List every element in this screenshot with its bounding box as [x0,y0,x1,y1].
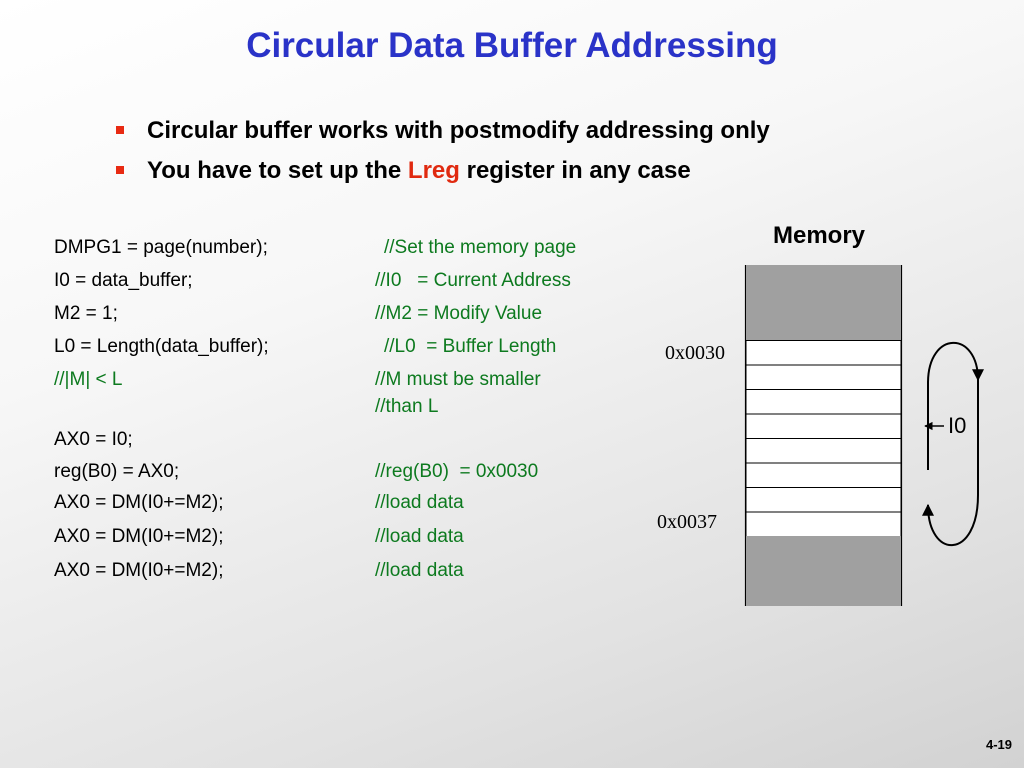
reserved-memory-block-top [746,265,901,340]
code-statement: M2 = 1; [54,303,118,324]
code-comment: //|M| < L [54,369,123,390]
code-comment: //load data [375,560,464,581]
code-comment: //reg(B0) = 0x0030 [375,461,539,482]
buffer-cell [745,511,902,537]
buffer-cell [745,413,902,439]
memory-title: Memory [773,222,866,249]
bullet-item: You have to set up the Lreg register in … [112,156,770,196]
code-statement: AX0 = I0; [54,429,133,450]
code-statement: DMPG1 = page(number); [54,237,268,258]
end-address-label: 0x0037 [657,511,717,533]
square-bullet-icon [116,126,124,134]
code-statement: L0 = Length(data_buffer); [54,336,269,357]
code-statement: AX0 = DM(I0+=M2); [54,492,224,513]
code-statement: AX0 = DM(I0+=M2); [54,560,224,581]
square-bullet-icon [116,166,124,174]
pointer-label: I0 [948,413,967,438]
code-comment: //Set the memory page [384,237,577,258]
buffer-cell [745,487,902,513]
bullet-text: You have to set up the [147,157,408,184]
buffer-cell [745,389,902,415]
lower-wrap-arrow [922,377,979,546]
code-statement: reg(B0) = AX0; [54,461,180,482]
bullet-highlight: Lreg [407,157,460,184]
code-comment: //load data [375,526,464,547]
code-statement: I0 = data_buffer; [54,270,193,291]
code-comment: //M2 = Modify Value [375,303,543,324]
upper-wrap-arrow [927,342,984,470]
buffer-cell [745,438,902,464]
start-address-label: 0x0030 [665,342,725,364]
buffer-cell [745,364,902,390]
bullet-text: register in any case [459,157,691,184]
buffer-cells [745,340,902,537]
code-comment: //load data [375,492,464,513]
bullet-list: Circular buffer works with postmodify ad… [112,116,770,196]
code-comment: //M must be smaller [375,369,541,390]
slide-number: 4-19 [985,737,1012,752]
code-comment: //I0 = Current Address [375,270,571,291]
code-statement: AX0 = DM(I0+=M2); [54,526,224,547]
buffer-cell [745,462,902,488]
code-listing: DMPG1 = page(number); //Set the memory p… [54,0,674,768]
buffer-cell [745,340,902,366]
bullet-text: Circular buffer works with postmodify ad… [147,117,770,144]
slide-title: Circular Data Buffer Addressing [246,26,778,65]
code-comment: //L0 = Buffer Length [384,336,557,357]
bullet-item: Circular buffer works with postmodify ad… [112,116,770,156]
code-comment: //than L [375,396,439,417]
reserved-memory-block-bottom [746,536,901,606]
